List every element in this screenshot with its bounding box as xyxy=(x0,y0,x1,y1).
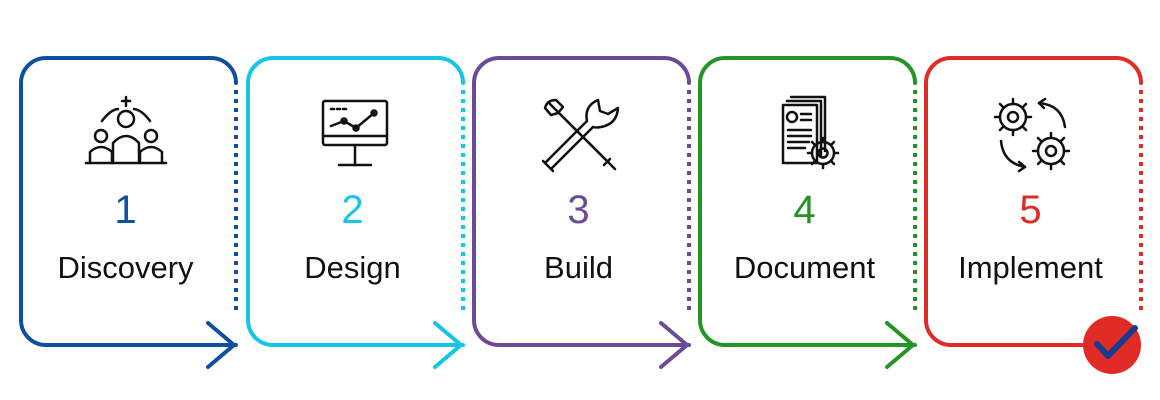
step-implement: 5 Implement xyxy=(923,55,1148,355)
step-document: 4 Document xyxy=(697,55,922,369)
team-collaboration-icon xyxy=(84,95,168,165)
step-label: Implement xyxy=(958,250,1103,285)
step-number: 5 xyxy=(1019,188,1042,232)
step-label: Build xyxy=(544,250,613,285)
step-frame xyxy=(698,56,917,369)
step-number: 4 xyxy=(793,188,816,232)
step-label: Document xyxy=(733,250,876,285)
step-frame xyxy=(924,56,1143,347)
step-frame xyxy=(19,56,238,369)
step-label: Discovery xyxy=(57,250,194,285)
completion-badge xyxy=(1083,316,1141,374)
wrench-hammer-tools-icon xyxy=(541,98,620,173)
completion-circle xyxy=(1083,316,1141,374)
document-gear-icon xyxy=(781,95,840,170)
analytics-monitor-icon xyxy=(321,99,389,167)
step-label: Design xyxy=(304,250,401,285)
step-number: 3 xyxy=(567,188,590,232)
step-build: 3 Build xyxy=(471,55,696,369)
step-number: 2 xyxy=(341,188,364,232)
step-discovery: 1 Discovery xyxy=(18,55,243,369)
step-design: 2 Design xyxy=(245,55,470,369)
checkmark-icon xyxy=(1094,325,1138,359)
step-frame xyxy=(472,56,691,369)
gear-cycle-icon xyxy=(993,97,1071,173)
step-number: 1 xyxy=(114,188,137,232)
step-frame xyxy=(246,56,465,369)
